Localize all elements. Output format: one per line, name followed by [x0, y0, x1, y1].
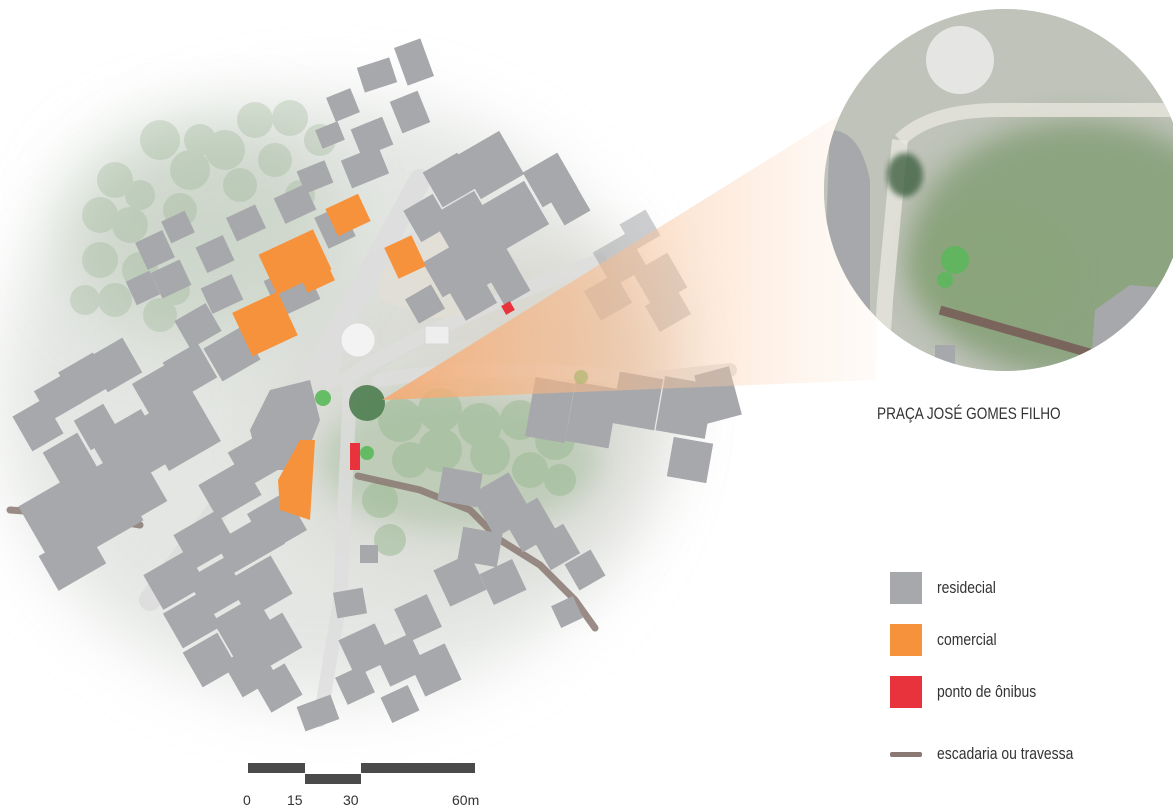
commercial-building: [325, 193, 371, 237]
scale-tick-15: 15: [287, 792, 303, 808]
bus-stop: [350, 443, 360, 470]
commercial-building: [232, 291, 298, 357]
inset-caption: PRAÇA JOSÉ GOMES FILHO: [877, 404, 1061, 423]
legend-swatch-stairway: [890, 751, 922, 757]
inset-beam: [382, 88, 883, 400]
legend-swatch-bus-stop: [890, 676, 922, 708]
bus-stops: [350, 301, 515, 470]
square-vegetation: [362, 388, 576, 556]
legend-item-comercial: comercial: [890, 620, 1010, 660]
trees-focus: [315, 370, 588, 460]
legend-swatch-comercial: [890, 624, 922, 656]
legend-item-bus-stop: ponto de ônibus: [890, 672, 1058, 712]
commercial-buildings: [232, 193, 426, 520]
legend-label-stairway: escadaria ou travessa: [937, 744, 1074, 763]
legend-swatch-residencial: [890, 572, 922, 604]
commercial-building: [258, 229, 332, 295]
legend-label-bus-stop: ponto de ônibus: [937, 682, 1037, 701]
scale-bar: [248, 763, 475, 784]
scale-tick-0: 0: [243, 792, 251, 808]
scale-tick-30: 30: [343, 792, 359, 808]
commercial-building: [295, 253, 335, 293]
commercial-building: [384, 235, 426, 279]
commercial-building: [278, 440, 315, 520]
residential-buildings: [12, 38, 742, 732]
scale-tick-60m: 60m: [452, 792, 480, 808]
legend-item-stairway: escadaria ou travessa: [890, 734, 1103, 774]
legend-label-comercial: comercial: [937, 630, 997, 649]
legend-item-residencial: residecial: [890, 568, 1009, 608]
bus-stop: [501, 301, 515, 315]
legend-label-residencial: residecial: [937, 578, 996, 597]
